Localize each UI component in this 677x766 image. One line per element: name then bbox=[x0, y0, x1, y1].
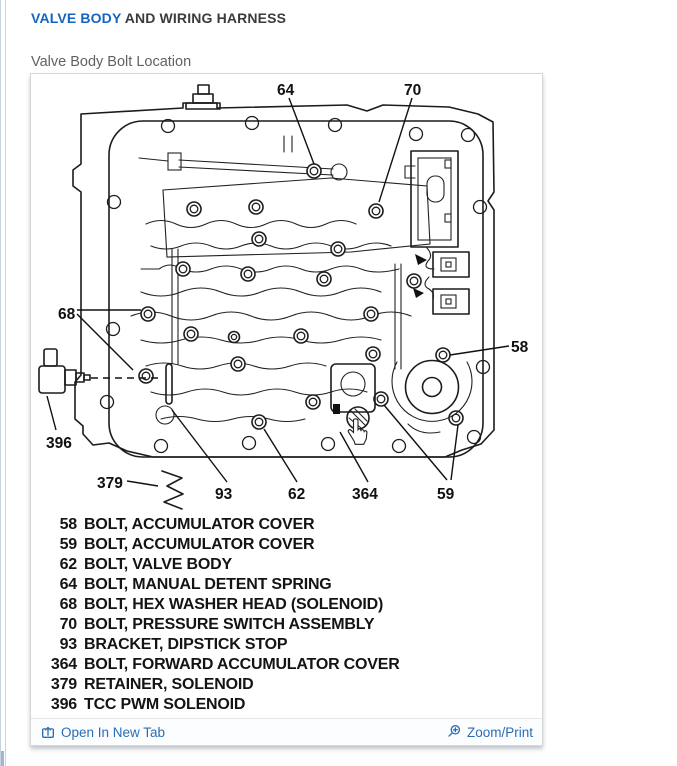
legend-row: 70 BOLT, PRESSURE SWITCH ASSEMBLY bbox=[31, 615, 542, 635]
callout-68: 68 bbox=[58, 306, 76, 323]
legend-part-desc: BOLT, VALVE BODY bbox=[84, 556, 232, 573]
wiring-harness bbox=[404, 150, 470, 315]
legend-part-number: 379 bbox=[50, 676, 77, 693]
top-plug bbox=[185, 84, 221, 110]
valve-body-diagram: 64 70 68 58 396 379 93 62 364 59 bbox=[38, 82, 529, 510]
legend-part-desc: BOLT, PRESSURE SWITCH ASSEMBLY bbox=[84, 616, 375, 633]
callout-59: 59 bbox=[437, 486, 455, 503]
legend-part-desc: BOLT, HEX WASHER HEAD (SOLENOID) bbox=[84, 596, 384, 613]
panel-footer: Open In New Tab Zoom/Print bbox=[31, 718, 542, 745]
valve-body-bolts bbox=[138, 163, 464, 430]
open-in-new-tab-link[interactable]: Open In New Tab bbox=[40, 724, 165, 740]
legend-part-number: 364 bbox=[50, 656, 77, 673]
zoom-print-magnifier-icon bbox=[446, 724, 462, 740]
legend-part-number: 64 bbox=[59, 576, 78, 593]
figure-caption: Valve Body Bolt Location bbox=[31, 54, 192, 70]
legend-part-number: 70 bbox=[59, 616, 78, 633]
legend-row: 396 TCC PWM SOLENOID bbox=[31, 695, 542, 715]
callout-58: 58 bbox=[511, 339, 529, 356]
legend-part-number: 396 bbox=[50, 696, 77, 713]
gasket-line bbox=[108, 120, 484, 458]
legend-part-desc: BOLT, ACCUMULATOR COVER bbox=[84, 536, 315, 553]
leader-lines bbox=[46, 97, 510, 487]
legend-part-desc: RETAINER, SOLENOID bbox=[84, 676, 254, 693]
legend-part-number: 58 bbox=[59, 516, 78, 533]
casting-outline bbox=[72, 102, 495, 458]
legend-part-desc: BOLT, MANUAL DETENT SPRING bbox=[84, 576, 332, 593]
valve-body-link[interactable]: VALVE BODY bbox=[31, 10, 122, 26]
callout-62: 62 bbox=[288, 486, 305, 503]
legend-row: 68 BOLT, HEX WASHER HEAD (SOLENOID) bbox=[31, 595, 542, 615]
legend-part-number: 62 bbox=[59, 556, 78, 573]
fluid-channels bbox=[130, 135, 412, 423]
dipstick-stop-bracket bbox=[155, 363, 175, 425]
legend-part-number: 59 bbox=[59, 536, 78, 553]
legend-row: 58 BOLT, ACCUMULATOR COVER bbox=[31, 515, 542, 535]
legend-row: 64 BOLT, MANUAL DETENT SPRING bbox=[31, 575, 542, 595]
callout-64: 64 bbox=[277, 82, 295, 99]
callout-396: 396 bbox=[46, 435, 72, 452]
legend-part-number: 93 bbox=[59, 636, 78, 653]
legend-part-number: 68 bbox=[59, 596, 78, 613]
left-edge-divider bbox=[0, 0, 6, 766]
zoom-print-label: Zoom/Print bbox=[466, 724, 533, 740]
open-in-new-tab-label: Open In New Tab bbox=[61, 724, 166, 740]
tcc-pwm-solenoid bbox=[38, 348, 159, 394]
legend-part-desc: BOLT, FORWARD ACCUMULATOR COVER bbox=[84, 656, 400, 673]
legend-row: 59 BOLT, ACCUMULATOR COVER bbox=[31, 535, 542, 555]
page-title: VALVE BODY AND WIRING HARNESS bbox=[31, 10, 286, 26]
legend-row: 93 BRACKET, DIPSTICK STOP bbox=[31, 635, 542, 655]
callout-70: 70 bbox=[404, 82, 421, 99]
solenoid-retainer-clip bbox=[161, 470, 184, 510]
legend-row: 364 BOLT, FORWARD ACCUMULATOR COVER bbox=[31, 655, 542, 675]
legend-part-desc: BRACKET, DIPSTICK STOP bbox=[84, 636, 288, 653]
upper-plate bbox=[162, 177, 431, 258]
legend-row: 62 BOLT, VALVE BODY bbox=[31, 555, 542, 575]
open-in-new-tab-icon bbox=[40, 724, 56, 740]
legend-part-desc: BOLT, ACCUMULATOR COVER bbox=[84, 516, 315, 533]
callout-93: 93 bbox=[215, 486, 233, 503]
legend-row: 379 RETAINER, SOLENOID bbox=[31, 675, 542, 695]
zoom-print-link[interactable]: Zoom/Print bbox=[446, 724, 533, 740]
forward-accumulator-cover bbox=[330, 363, 376, 430]
accumulator-cover bbox=[391, 359, 473, 434]
callout-379: 379 bbox=[97, 475, 123, 492]
legend-part-desc: TCC PWM SOLENOID bbox=[84, 696, 246, 713]
callout-364: 364 bbox=[352, 486, 378, 503]
cursor-hand-icon bbox=[347, 418, 368, 445]
perimeter-bolt-holes bbox=[99, 115, 491, 454]
page-title-rest: AND WIRING HARNESS bbox=[121, 10, 287, 26]
